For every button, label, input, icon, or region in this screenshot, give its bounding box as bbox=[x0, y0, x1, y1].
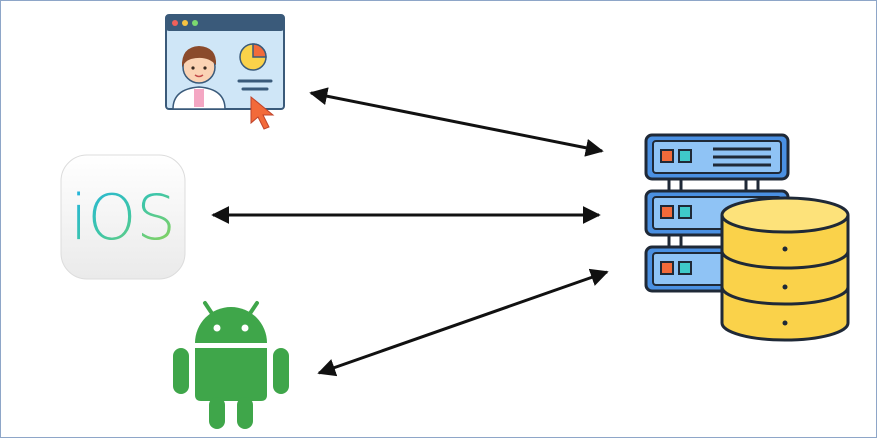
android-icon bbox=[173, 301, 289, 429]
ios-label: iOS bbox=[70, 181, 175, 254]
ios-icon: iOS bbox=[60, 154, 186, 280]
arrow-web-server bbox=[309, 87, 604, 157]
server-database-icon bbox=[644, 133, 850, 342]
web-dashboard-icon bbox=[165, 14, 285, 130]
arrow-android-server bbox=[317, 268, 609, 377]
